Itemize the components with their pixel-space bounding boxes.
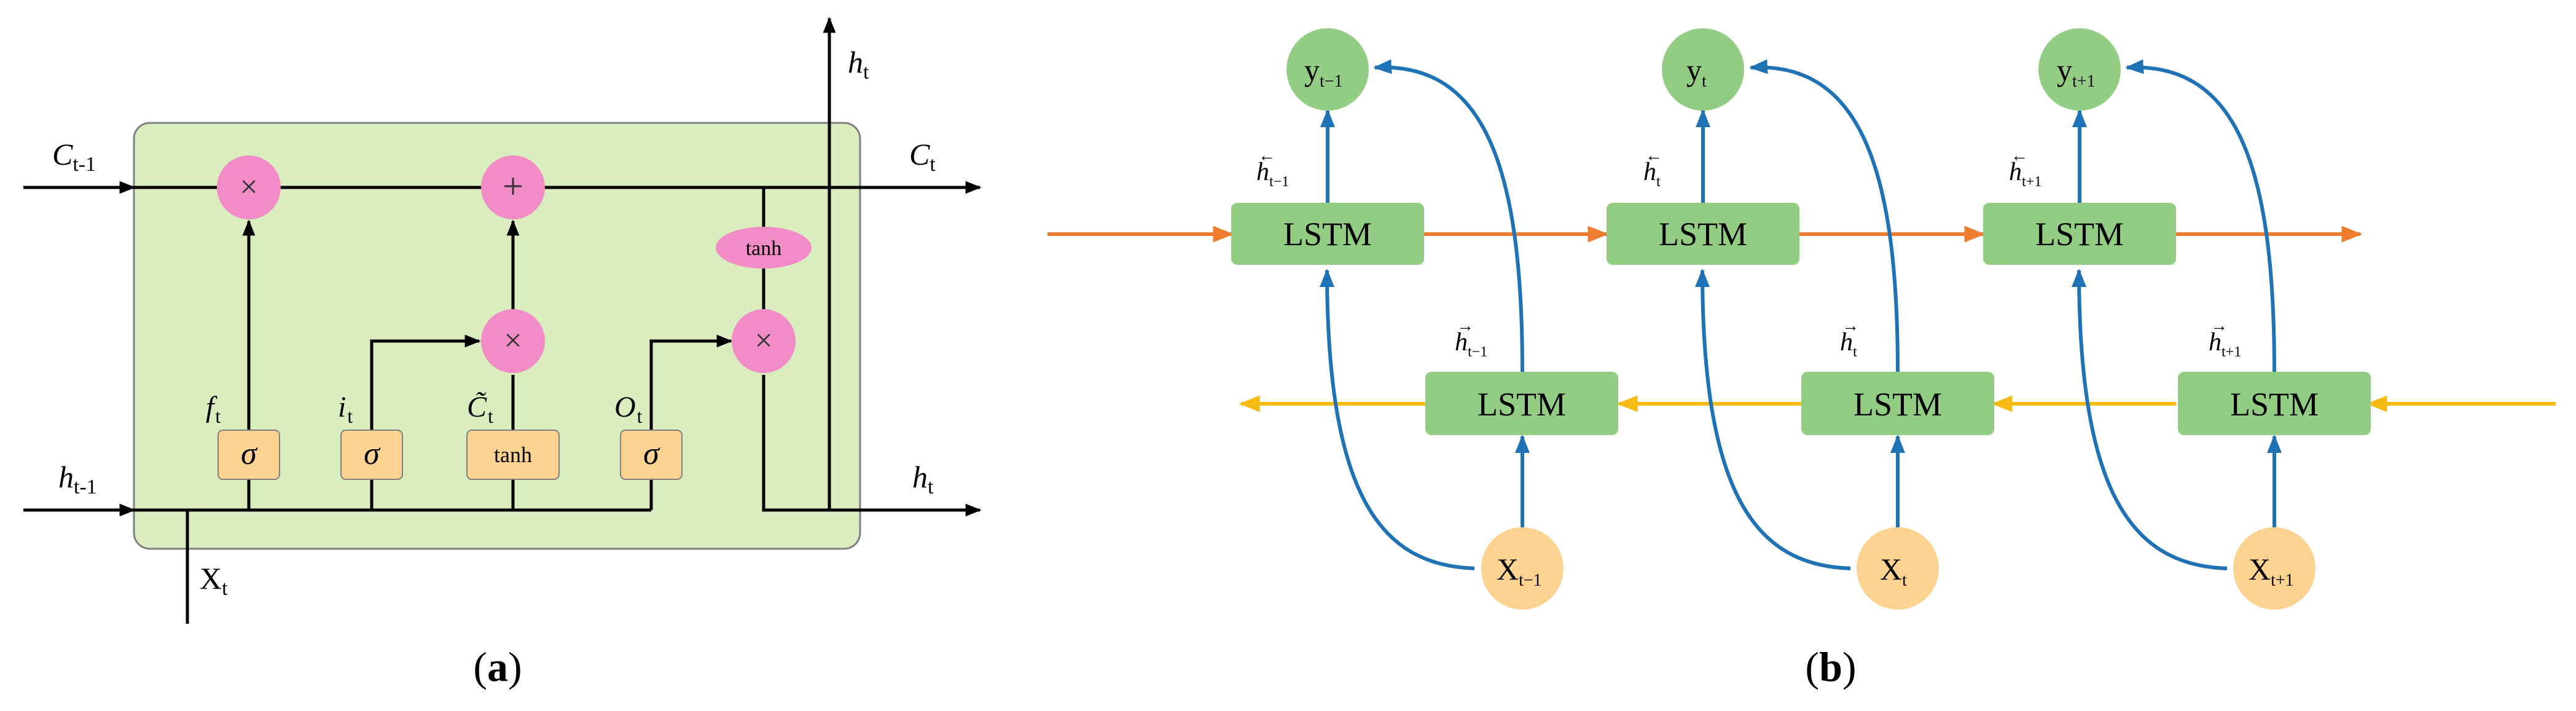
timestep-column-3: yt+1 LSTM LSTM Xt+1 ht+1 ht+1 ← →	[1983, 28, 2371, 610]
input-gate-label: it	[338, 391, 353, 427]
input-to-forward-arrow	[1695, 269, 1851, 570]
input-node: Xt+1	[2233, 527, 2316, 610]
backward-lstm-block: LSTM	[2178, 372, 2371, 435]
backward-lstm-block: LSTM	[1425, 372, 1618, 435]
input-node-label: Xt	[1880, 552, 1907, 590]
forward-hidden-label: ht	[1643, 158, 1661, 190]
backward-hidden-label: ht+1	[2209, 328, 2241, 360]
output-node: yt−1	[1286, 28, 1369, 111]
forget-gate: σ ft	[206, 391, 280, 480]
input-to-mult-line	[370, 334, 481, 430]
forward-hidden-label: ht+1	[2009, 158, 2042, 190]
candidate-gate-label: C̃t	[467, 391, 493, 427]
timestep-column-2: yt LSTM LSTM Xt ht ht ← →	[1607, 28, 1994, 610]
x-input-label: Xt	[200, 561, 228, 600]
input-to-forward-arrow	[2072, 269, 2228, 570]
backward-hidden-arrow-mark: →	[2210, 316, 2228, 336]
lstm-label: LSTM	[2035, 216, 2124, 253]
forward-lstm-block: LSTM	[1607, 203, 1799, 265]
forget-gate-symbol: σ	[241, 436, 258, 471]
output-node-label: yt	[1686, 53, 1707, 91]
forward-hidden-arrow-mark: ←	[1645, 146, 1662, 165]
forward-hidden-label: ht−1	[1256, 158, 1289, 190]
output-gate: σ Ot	[614, 391, 683, 480]
panel-b-label: (b)	[1805, 643, 1856, 690]
output-node-label: yt+1	[2057, 53, 2096, 91]
cell-state-next-label: Ct	[909, 137, 936, 176]
lstm-label: LSTM	[1854, 386, 1942, 423]
backward-hidden-arrow-mark: →	[1457, 316, 1474, 336]
output-node: yt+1	[2038, 28, 2121, 111]
lstm-label: LSTM	[1283, 216, 1372, 253]
forward-lstm-block: LSTM	[1231, 203, 1424, 265]
input-to-forward-arrow	[1320, 269, 1475, 570]
lstm-label: LSTM	[1478, 386, 1566, 423]
backward-to-output-arrow	[2125, 59, 2276, 372]
input-gate-symbol: σ	[364, 436, 381, 471]
forward-lstm-block: LSTM	[1983, 203, 2176, 265]
candidate-gate: tanh C̃t	[466, 391, 560, 480]
tanh-op: tanh	[716, 227, 812, 269]
add-symbol: +	[503, 166, 523, 206]
multiply-symbol: ×	[754, 323, 772, 358]
input-node: Xt−1	[1481, 527, 1564, 610]
backward-to-output-arrow	[1749, 59, 1900, 372]
forget-multiply-op: ×	[217, 155, 281, 219]
candidate-gate-symbol: tanh	[494, 442, 532, 467]
input-node: Xt	[1857, 527, 1939, 610]
output-node-label: yt−1	[1304, 53, 1343, 91]
backward-hidden-arrow-mark: →	[1842, 316, 1859, 336]
panel-a: × + × × tanh σ ft σ it	[23, 17, 982, 690]
output-node: yt	[1662, 28, 1744, 111]
input-gate: σ it	[338, 391, 403, 480]
hidden-out-label: ht	[912, 460, 934, 498]
backward-to-output-arrow	[1373, 59, 1524, 372]
hidden-top-label: ht	[848, 45, 869, 84]
multiply-symbol: ×	[240, 170, 257, 205]
input-node-label: Xt−1	[1497, 552, 1542, 590]
panel-a-label: (a)	[473, 643, 522, 690]
cell-state-prev-label: Ct-1	[52, 137, 96, 176]
backward-hidden-label: ht−1	[1455, 328, 1487, 360]
tanh-op-label: tanh	[746, 237, 782, 260]
output-multiply-op: ×	[732, 309, 796, 373]
panel-b: yt−1 LSTM LSTM Xt−1 ht−1 ht−1 ← →	[1047, 28, 2556, 690]
forward-hidden-arrow-mark: ←	[2011, 146, 2028, 165]
output-gate-symbol: σ	[643, 436, 660, 471]
backward-lstm-block: LSTM	[1801, 372, 1994, 435]
hidden-out-line	[762, 375, 982, 517]
input-node-label: Xt+1	[2249, 552, 2294, 590]
input-multiply-op: ×	[481, 309, 545, 373]
lstm-label: LSTM	[2230, 386, 2319, 423]
hidden-prev-label: ht-1	[58, 460, 97, 498]
cell-add-op: +	[481, 155, 545, 219]
multiply-symbol: ×	[504, 323, 522, 358]
output-gate-label: Ot	[614, 391, 643, 427]
timestep-column-1: yt−1 LSTM LSTM Xt−1 ht−1 ht−1 ← →	[1231, 28, 1618, 610]
output-to-mult-line	[649, 334, 733, 430]
lstm-label: LSTM	[1659, 216, 1747, 253]
backward-hidden-label: ht	[1840, 328, 1857, 360]
forward-hidden-arrow-mark: ←	[1258, 146, 1275, 165]
